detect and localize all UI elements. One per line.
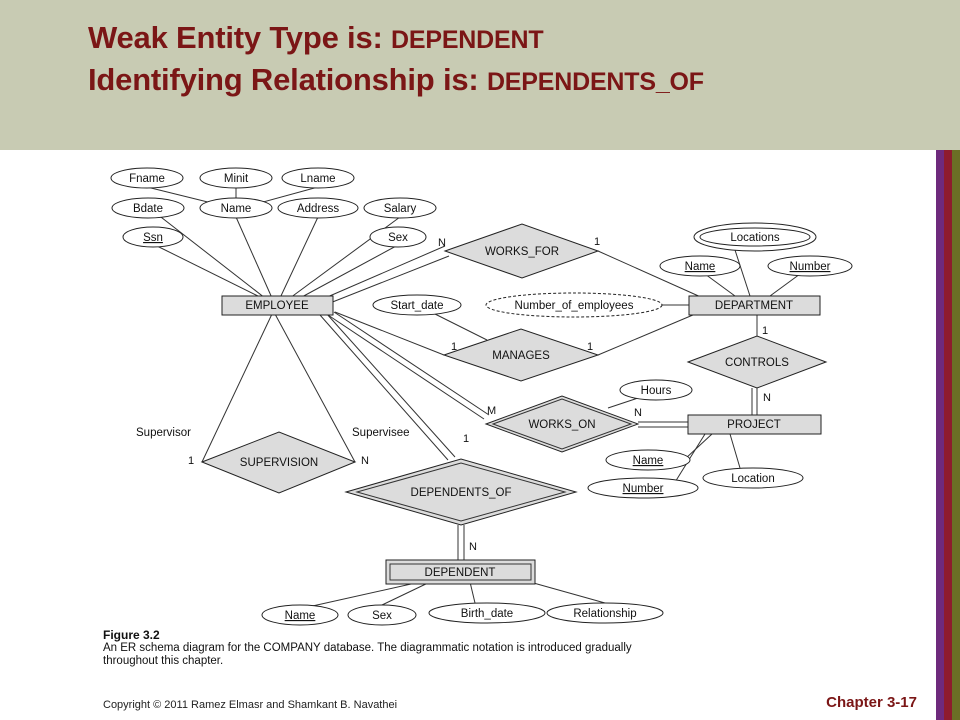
svg-text:Name: Name [285, 610, 316, 622]
svg-text:DEPENDENTS_OF: DEPENDENTS_OF [411, 487, 512, 499]
entity-project: PROJECT [687, 414, 822, 435]
attr-hours: Hours [619, 379, 693, 401]
accent-stripe-olive [952, 150, 960, 720]
svg-text:WORKS_ON: WORKS_ON [528, 419, 595, 431]
svg-text:MANAGES: MANAGES [492, 350, 550, 362]
svg-text:Start_date: Start_date [390, 300, 443, 312]
attr-name: Name [199, 197, 273, 219]
cardinality-wf-employee: N [438, 237, 446, 249]
title-prefix-identifying: Identifying Relationship is: [88, 62, 487, 97]
svg-text:WORKS_FOR: WORKS_FOR [485, 246, 559, 258]
figure-label: Figure 3.2 [103, 628, 160, 642]
cardinality-mg-employee: 1 [451, 341, 457, 353]
relationship-works-on: WORKS_ON [484, 395, 640, 453]
attr-locations: Locations [693, 222, 817, 252]
svg-text:Name: Name [633, 455, 664, 467]
relationship-supervision: SUPERVISION [200, 431, 357, 494]
cardinality-sv-supervisor: 1 [188, 455, 194, 467]
attr-location: Location [702, 467, 804, 489]
copyright-notice: Copyright © 2011 Ramez Elmasr and Shamka… [103, 699, 398, 711]
attr-sex: Sex [369, 226, 427, 248]
svg-text:Birth_date: Birth_date [461, 608, 513, 620]
entity-department: DEPARTMENT [688, 295, 821, 316]
attr-proj-name: Name [605, 449, 691, 471]
attr-birth-date: Birth_date [428, 602, 546, 624]
svg-text:Salary: Salary [384, 203, 417, 215]
attr-number-of-employees: Number_of_employees [485, 292, 663, 318]
accent-stripe-purple [936, 150, 944, 720]
svg-text:Name: Name [685, 261, 716, 273]
svg-text:Sex: Sex [372, 610, 392, 622]
title-value-dependents-of: DEPENDENTS_OF [486, 68, 704, 96]
attr-start-date: Start_date [372, 294, 462, 316]
svg-text:Location: Location [731, 473, 774, 485]
title-value-dependent: DEPENDENT [391, 26, 544, 54]
accent-stripe-red [944, 150, 952, 720]
attr-salary: Salary [363, 197, 437, 219]
svg-text:Minit: Minit [224, 173, 249, 185]
cardinality-ct-department: 1 [762, 325, 768, 337]
relationship-controls: CONTROLS [686, 335, 828, 389]
attr-dep-sex: Sex [347, 604, 417, 626]
attr-lname: Lname [281, 167, 355, 189]
entity-employee: EMPLOYEE [221, 295, 334, 316]
figure-caption: An ER schema diagram for the COMPANY dat… [103, 642, 632, 667]
cardinality-ct-project: N [763, 392, 771, 404]
attr-dept-number: Number [767, 255, 853, 277]
title-line-2: Identifying Relationship is: DEPENDENTS_… [88, 62, 704, 98]
svg-text:EMPLOYEE: EMPLOYEE [245, 300, 309, 312]
relationship-manages: MANAGES [442, 328, 600, 382]
title-line-1: Weak Entity Type is: DEPENDENT [88, 20, 544, 56]
connection-lines [146, 186, 801, 608]
attr-fname: Fname [110, 167, 184, 189]
svg-text:Number: Number [790, 261, 831, 273]
attr-proj-number: Number [587, 477, 699, 499]
svg-text:Ssn: Ssn [143, 232, 163, 244]
svg-text:PROJECT: PROJECT [727, 419, 781, 431]
attr-dept-name: Name [659, 255, 741, 277]
cardinality-wo-employee: M [487, 405, 496, 417]
svg-text:SUPERVISION: SUPERVISION [240, 457, 318, 469]
chapter-page-number: Chapter 3-17 [826, 694, 917, 711]
cardinality-do-employee: 1 [463, 433, 469, 445]
svg-text:Number_of_employees: Number_of_employees [515, 300, 634, 312]
svg-text:Hours: Hours [641, 385, 672, 397]
svg-text:Number: Number [623, 483, 664, 495]
cardinality-do-dependent: N [469, 541, 477, 553]
role-supervisor: Supervisor [136, 427, 191, 439]
attr-ssn: Ssn [122, 226, 184, 248]
relationship-works-for: WORKS_FOR [443, 223, 600, 279]
attr-address: Address [277, 197, 359, 219]
cardinality-wf-department: 1 [594, 236, 600, 248]
title-band [0, 0, 960, 150]
svg-text:Relationship: Relationship [573, 608, 636, 620]
svg-text:DEPARTMENT: DEPARTMENT [715, 300, 793, 312]
relationship-dependents-of: DEPENDENTS_OF [344, 458, 578, 526]
svg-text:Lname: Lname [300, 173, 335, 185]
svg-text:Address: Address [297, 203, 339, 215]
cardinality-wo-project: N [634, 407, 642, 419]
svg-text:Fname: Fname [129, 173, 165, 185]
svg-text:DEPENDENT: DEPENDENT [425, 567, 496, 579]
attr-minit: Minit [199, 167, 273, 189]
entity-dependent: DEPENDENT [385, 559, 536, 585]
attr-relationship: Relationship [546, 602, 664, 624]
attr-bdate: Bdate [111, 197, 185, 219]
cardinality-sv-supervisee: N [361, 455, 369, 467]
svg-text:Sex: Sex [388, 232, 408, 244]
svg-text:Bdate: Bdate [133, 203, 163, 215]
role-supervisee: Supervisee [352, 427, 410, 439]
cardinality-mg-department: 1 [587, 341, 593, 353]
svg-text:CONTROLS: CONTROLS [725, 357, 789, 369]
svg-text:Name: Name [221, 203, 252, 215]
attr-dep-name: Name [261, 604, 339, 626]
title-prefix-weak-entity: Weak Entity Type is: [88, 20, 392, 55]
svg-text:Locations: Locations [730, 232, 779, 244]
